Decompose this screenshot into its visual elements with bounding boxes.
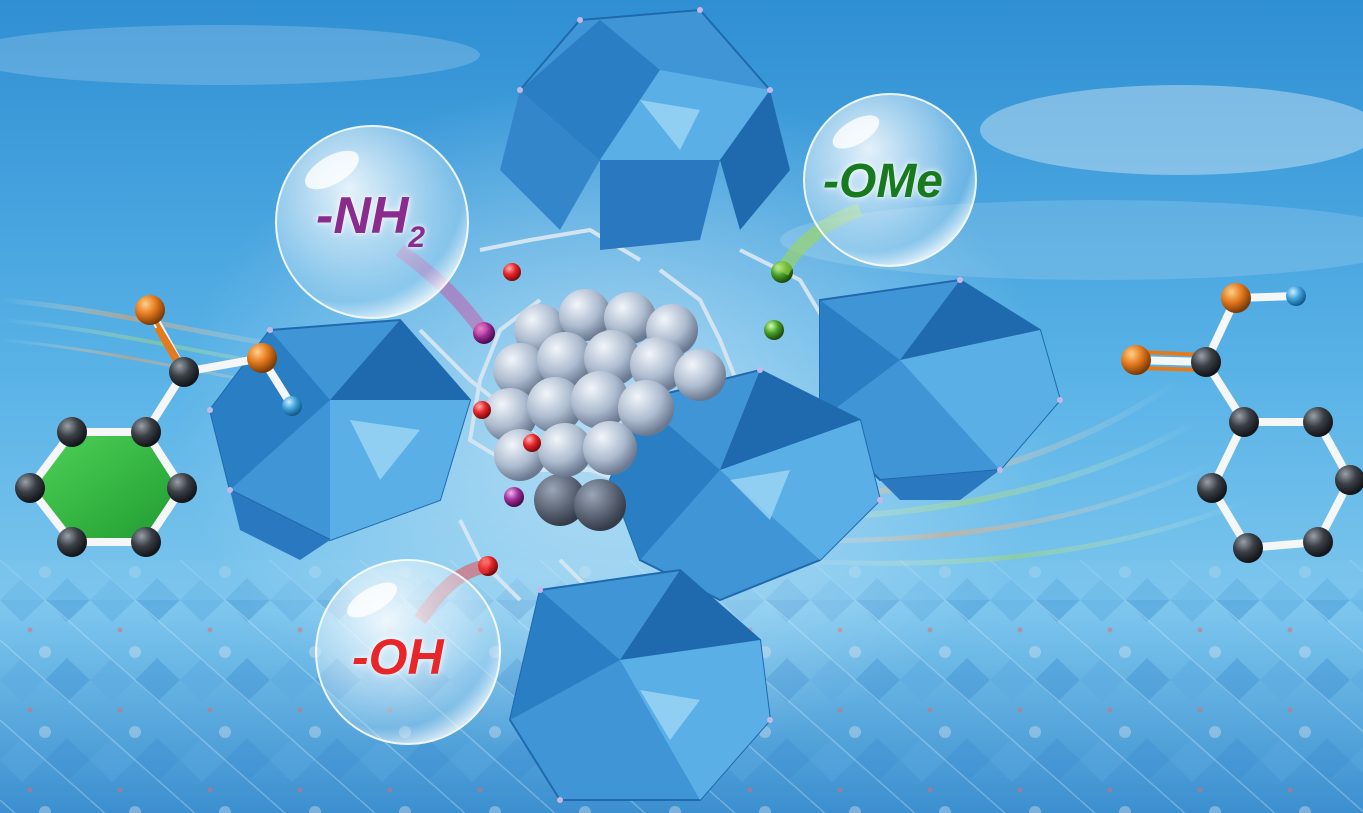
polyhedra-right <box>819 278 1062 500</box>
nh2-label: -NH2 <box>316 186 425 254</box>
right-molecule <box>1121 283 1363 563</box>
bubble-ome <box>803 93 977 267</box>
polyhedra-top <box>500 8 790 250</box>
polyhedra-center <box>608 368 882 602</box>
ome-label: -OMe <box>823 155 943 208</box>
oh-label: -OH <box>352 629 444 685</box>
nh2-label-main: -NH <box>316 187 409 245</box>
vertex-dots <box>207 7 1063 803</box>
polyhedra-bottom <box>508 568 772 801</box>
bubble-oh <box>315 559 501 745</box>
left-molecule <box>15 295 302 557</box>
nh2-label-subscript: 2 <box>408 221 426 254</box>
bubble-nh2 <box>275 125 469 319</box>
